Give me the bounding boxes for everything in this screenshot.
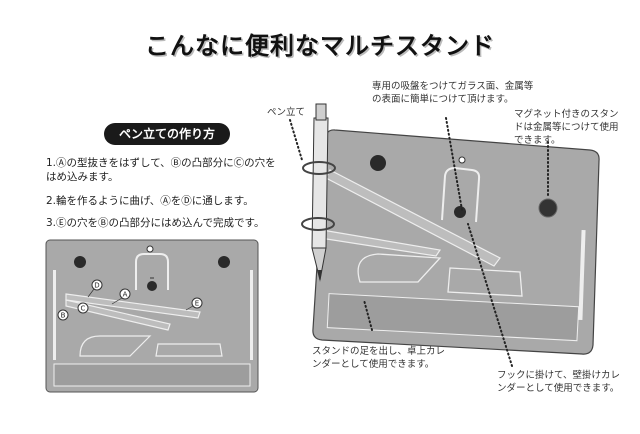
howto-heading: ペン立ての作り方 [104,123,230,145]
callout-magnet: マグネット付きのスタンドは金属等につけて使用できます。 [514,109,619,146]
howto-step-2: 2.輪を作るように曲げ、ⒶをⒹに通します。 [46,195,254,207]
part-label-b: B [61,312,66,320]
pen-illustration [311,103,329,282]
flat-plate-diagram: A B C D E [45,239,259,393]
part-label-a: A [123,291,128,299]
part-label-d: D [94,282,99,290]
stand-hole-left [370,155,386,171]
callout-pen-holder: ペン立て [267,107,306,118]
howto-step-1: 1.Ⓐの型抜きをはずして、Ⓑの凸部分にⒸの穴をはめ込みます。 [46,157,276,183]
assembled-stand-diagram [301,103,600,355]
callout-leaders [289,117,549,367]
callout-suction-cup: 専用の吸盤をつけてガラス面、金属等の表面に簡単につけて頂けます。 [372,81,534,105]
callout-desk-stand: スタンドの足を出し、卓上カレンダーとして使用できます。 [312,346,446,370]
stand-magnet-right [538,198,558,218]
plate-hole-left [74,256,86,268]
page-title: こんなに便利なマルチスタンド [145,32,495,60]
howto-step-3: 3.Ⓔの穴をⒷの凸部分にはめ込んで完成です。 [46,217,265,229]
part-label-e: E [195,300,199,308]
part-label-c: C [81,305,86,313]
callout-wall-hook: フックに掛けて、壁掛けカレンダーとして使用できます。 [497,370,621,394]
plate-hole-right [218,256,230,268]
